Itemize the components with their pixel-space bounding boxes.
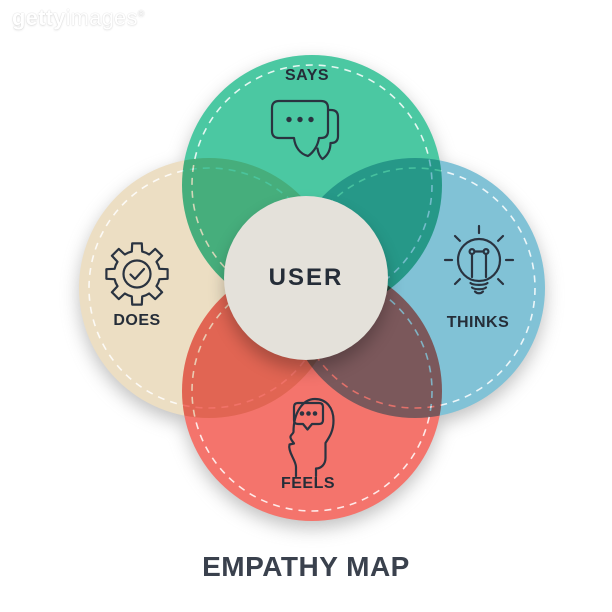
registered-mark: ® [137, 8, 145, 19]
thinks-label: THINKS [446, 314, 510, 331]
page-title: EMPATHY MAP [202, 551, 410, 582]
gettyimages-watermark: gettyimages® [12, 5, 145, 31]
feels-label: FEELS [280, 475, 336, 492]
speech-bubbles-icon [270, 99, 340, 161]
watermark-brand-light: images [65, 5, 138, 30]
head-speech-bubble-icon [288, 397, 335, 478]
watermark-brand-bold: getty [12, 5, 66, 30]
lightbulb-icon [443, 224, 515, 295]
gear-checkmark-icon [105, 242, 169, 306]
user-center-circle: USER [224, 196, 388, 360]
says-label: SAYS [284, 67, 330, 84]
does-label: DOES [113, 312, 161, 329]
user-label: USER [268, 264, 344, 291]
